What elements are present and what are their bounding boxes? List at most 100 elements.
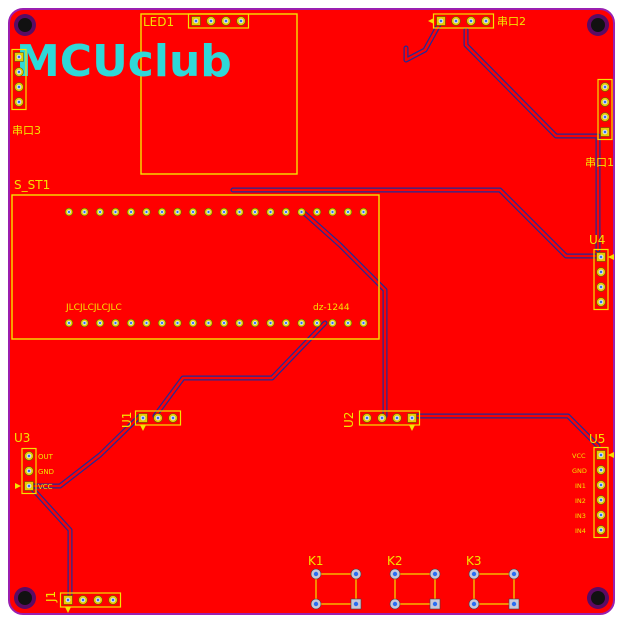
pad [343, 207, 353, 217]
u3-pin-label: OUT [38, 453, 54, 461]
pad-hole [469, 19, 473, 23]
pad [221, 16, 231, 26]
pad-hole [207, 210, 210, 214]
pad-hole [194, 19, 198, 23]
pad-hole [599, 270, 603, 274]
pad [407, 413, 417, 423]
board-copper [8, 8, 615, 615]
switch [389, 568, 441, 610]
pad [596, 282, 606, 292]
pad [312, 207, 322, 217]
u3-pin-label: VCC [38, 483, 53, 491]
pad [392, 413, 402, 423]
pad-hole [362, 321, 365, 325]
k3-label: K3 [466, 554, 482, 568]
pin-headers [11, 13, 614, 613]
pad [235, 318, 244, 328]
k1-label: K1 [308, 554, 324, 568]
pad-hole [98, 321, 102, 325]
pad [168, 413, 178, 423]
pad-hole [222, 321, 226, 325]
pad-hole [253, 321, 257, 325]
pad [596, 465, 606, 475]
pad-hole [83, 210, 86, 214]
pad-hole [269, 210, 272, 214]
pad [466, 16, 476, 26]
header-outline [11, 48, 27, 111]
header-outline [187, 13, 250, 29]
pad [153, 413, 163, 423]
pad-hole [160, 210, 164, 214]
pad [14, 97, 24, 107]
pad [596, 495, 606, 505]
pad [14, 82, 24, 92]
pad [14, 52, 24, 62]
pad [219, 207, 229, 217]
pad [281, 207, 291, 217]
pad-hole [599, 300, 603, 304]
pad [64, 207, 74, 217]
pad-hole [439, 19, 443, 23]
pad-hole [207, 321, 210, 325]
pin1-marker-icon [65, 607, 71, 613]
pad-hole [603, 100, 607, 104]
pad-hole [253, 210, 257, 214]
dz-label: dz-1244 [313, 303, 350, 313]
switch-hole [353, 571, 359, 577]
switch-hole [353, 601, 359, 607]
pad-hole [176, 210, 179, 214]
pad [328, 318, 337, 328]
pad [142, 318, 151, 328]
u3-pin-label: GND [38, 468, 54, 476]
header-outline [593, 446, 609, 539]
pad-hole [114, 321, 117, 325]
u5-pin-label: VCC [572, 452, 586, 460]
pad-hole [27, 469, 31, 473]
traces [27, 18, 601, 601]
switch-hole [511, 601, 517, 607]
pad-hole [484, 19, 488, 23]
j1-label: J1 [44, 591, 58, 603]
pad-hole [160, 321, 164, 325]
pad-hole [269, 321, 272, 325]
mounting-hole-icon [587, 587, 609, 609]
pad [297, 318, 306, 328]
pad-hole [395, 416, 399, 420]
pad-hole [346, 210, 350, 214]
pad-hole [300, 210, 303, 214]
pad [236, 16, 246, 26]
pad [24, 481, 34, 491]
pad-hole [300, 321, 303, 325]
s-st1-label: S_ST1 [14, 178, 50, 192]
pad-hole [238, 321, 241, 325]
pad [328, 207, 337, 217]
pad-hole [156, 416, 160, 420]
pad [157, 318, 167, 328]
pad-hole [111, 598, 115, 602]
pad [63, 595, 73, 605]
pad [359, 207, 368, 217]
pad-hole [224, 19, 228, 23]
pad-hole [380, 416, 384, 420]
pad [297, 207, 306, 217]
u5-pin-label: IN2 [575, 497, 586, 505]
pad [596, 267, 606, 277]
pad [596, 510, 606, 520]
pad-hole [17, 85, 21, 89]
pad [250, 207, 260, 217]
pad-hole [603, 85, 607, 89]
pin1-marker-icon [608, 254, 614, 260]
pad [266, 207, 275, 217]
tactile-switches [310, 568, 520, 610]
pad-hole [141, 416, 145, 420]
s-st1-outline [11, 194, 380, 340]
pad-hole [410, 416, 414, 420]
pad [173, 318, 182, 328]
pad [359, 318, 368, 328]
pad [111, 318, 120, 328]
pin1-marker-icon [15, 483, 21, 489]
pad [78, 595, 88, 605]
mounting-hole-icon [587, 14, 609, 36]
pad [281, 318, 291, 328]
pad [219, 318, 229, 328]
